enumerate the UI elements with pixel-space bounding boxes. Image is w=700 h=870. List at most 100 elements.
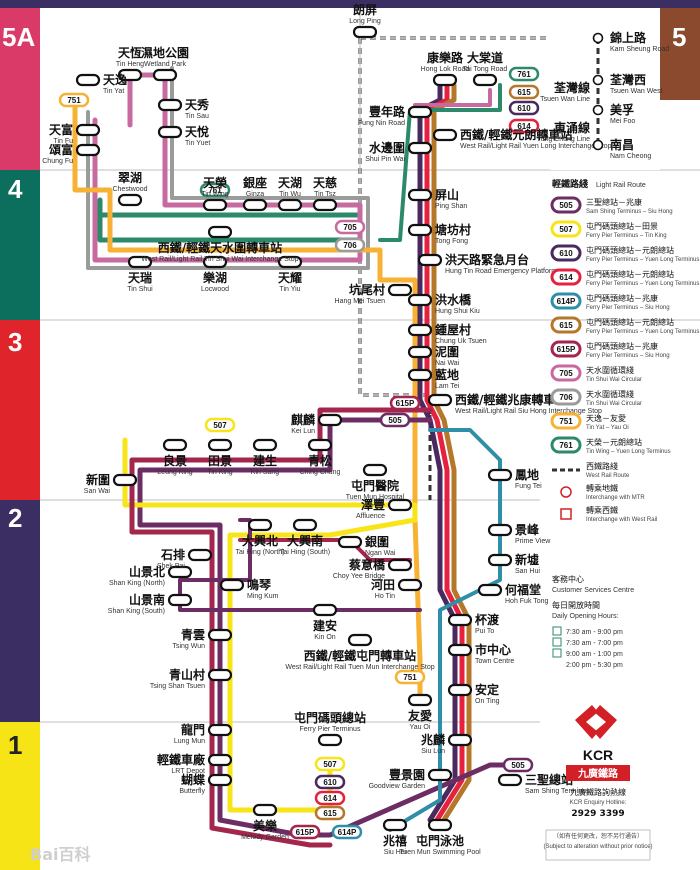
route-badge-706[interactable] [334, 237, 366, 253]
station-on-ting[interactable] [447, 683, 473, 697]
station-locwood[interactable] [202, 255, 228, 269]
station-leung-king[interactable] [162, 438, 188, 452]
station-sam-shing-terminus[interactable] [497, 773, 523, 787]
route-badge-761[interactable] [508, 66, 540, 82]
route-badge-614[interactable] [314, 790, 346, 806]
station-chung-uk-tsuen[interactable] [407, 323, 433, 337]
opening-hours-title-en: Daily Opening Hours: [552, 613, 619, 620]
station-label-tin-wing: 天榮 [203, 175, 227, 190]
route-badge-705[interactable] [334, 219, 366, 235]
station-tsing-wun[interactable] [207, 628, 233, 642]
station-ngan-wai[interactable] [337, 535, 363, 549]
mtr-station-2[interactable] [592, 74, 604, 86]
zone-band-5 [660, 0, 700, 100]
route-badge-751[interactable] [58, 92, 90, 108]
mtr-station-0[interactable] [592, 32, 604, 44]
station-melody-garden[interactable] [252, 803, 278, 817]
station-siu-hong-interchange[interactable] [427, 393, 453, 407]
station-choy-yee-bridge[interactable] [387, 558, 413, 572]
station-tin-tsz[interactable] [312, 198, 338, 212]
station-long-ping[interactable] [352, 25, 378, 39]
route-badge-761[interactable] [199, 182, 231, 198]
station-chestwood[interactable] [117, 193, 143, 207]
station-nai-wai[interactable] [407, 345, 433, 359]
station-fung-nin-road[interactable] [407, 105, 433, 119]
station-ferry-pier-terminus[interactable] [317, 733, 343, 747]
station-san-wai[interactable] [112, 473, 138, 487]
station-ming-kum[interactable] [219, 578, 245, 592]
mtr-station-5[interactable] [592, 139, 604, 151]
route-badge-507[interactable] [314, 756, 346, 772]
station-hoh-fuk-tong[interactable] [477, 583, 503, 597]
station-fung-tei[interactable] [487, 468, 513, 482]
station-affluence[interactable] [387, 498, 413, 512]
station-goodview-garden[interactable] [427, 768, 453, 782]
station-prime-view[interactable] [487, 523, 513, 537]
route-badge-label-614: 614 [323, 794, 337, 803]
route-badge-505[interactable] [379, 412, 411, 428]
station-tin-wu[interactable] [277, 198, 303, 212]
station-tin-yuet[interactable] [157, 125, 183, 139]
route-badge-751[interactable] [394, 669, 426, 685]
station-shek-pai[interactable] [187, 548, 213, 562]
station-pui-to[interactable] [447, 613, 473, 627]
station-tsw-interchange[interactable] [207, 225, 233, 239]
station-shan-king-south[interactable] [167, 593, 193, 607]
station-yau-oi[interactable] [407, 693, 433, 707]
route-badge-615P[interactable] [389, 395, 421, 411]
station-shan-king-north[interactable] [167, 565, 193, 579]
station-siu-hei[interactable] [382, 818, 408, 832]
route-badge-614[interactable] [508, 118, 540, 134]
route-badge-610[interactable] [508, 100, 540, 116]
station-en-yau-oi: Yau Oi [410, 724, 431, 731]
route-badge-610[interactable] [314, 774, 346, 790]
station-tin-yat[interactable] [75, 73, 101, 87]
station-tin-wing[interactable] [202, 198, 228, 212]
station-yuen-long-interchange[interactable] [432, 128, 458, 142]
station-tin-fu[interactable] [75, 123, 101, 137]
mtr-station-3[interactable] [592, 104, 604, 116]
station-ginza[interactable] [242, 198, 268, 212]
station-tai-hing-south[interactable] [292, 518, 318, 532]
station-tai-hing-north[interactable] [247, 518, 273, 532]
station-tin-sau[interactable] [157, 98, 183, 112]
route-badge-507[interactable] [204, 417, 236, 433]
station-tin-heng[interactable] [117, 68, 143, 82]
station-kin-sang[interactable] [252, 438, 278, 452]
station-hang-mei-tsuen[interactable] [387, 283, 413, 297]
station-en-fung-nin-road: Fung Nin Road [358, 120, 405, 127]
station-tsing-shan-tsuen[interactable] [207, 668, 233, 682]
route-badge-505[interactable] [502, 757, 534, 773]
station-chung-fu[interactable] [75, 143, 101, 157]
station-lrt-depot[interactable] [207, 753, 233, 767]
station-lung-mun[interactable] [207, 723, 233, 737]
station-lam-tei[interactable] [407, 368, 433, 382]
station-tin-yiu[interactable] [277, 255, 303, 269]
station-town-centre[interactable] [447, 643, 473, 657]
station-ho-tin[interactable] [397, 578, 423, 592]
station-butterfly[interactable] [207, 773, 233, 787]
station-tuen-mun-swimming-pool[interactable] [427, 818, 453, 832]
station-wetland-park[interactable] [152, 68, 178, 82]
station-label-tin-king: 田景 [208, 454, 232, 468]
route-badge-615P[interactable] [289, 824, 321, 840]
station-tong-fong[interactable] [407, 223, 433, 237]
route-badge-614P[interactable] [331, 824, 363, 840]
station-ping-shan[interactable] [407, 188, 433, 202]
route-badge-615[interactable] [314, 805, 346, 821]
station-san-hui[interactable] [487, 553, 513, 567]
station-tin-king[interactable] [207, 438, 233, 452]
station-kin-on[interactable] [312, 603, 338, 617]
station-hung-shui-kiu[interactable] [407, 293, 433, 307]
station-ching-chung[interactable] [307, 438, 333, 452]
station-tuen-mun-hospital[interactable] [362, 463, 388, 477]
route-badge-615[interactable] [508, 84, 540, 100]
station-siu-lun[interactable] [447, 733, 473, 747]
station-hung-tin-road[interactable] [417, 253, 443, 267]
station-kei-lun[interactable] [317, 413, 343, 427]
station-tin-shui[interactable] [127, 255, 153, 269]
station-tuen-mun-interchange[interactable] [347, 633, 373, 647]
station-hong-lok-road[interactable] [432, 73, 458, 87]
station-tai-tong-road[interactable] [472, 73, 498, 87]
station-shui-pin-wai[interactable] [407, 141, 433, 155]
